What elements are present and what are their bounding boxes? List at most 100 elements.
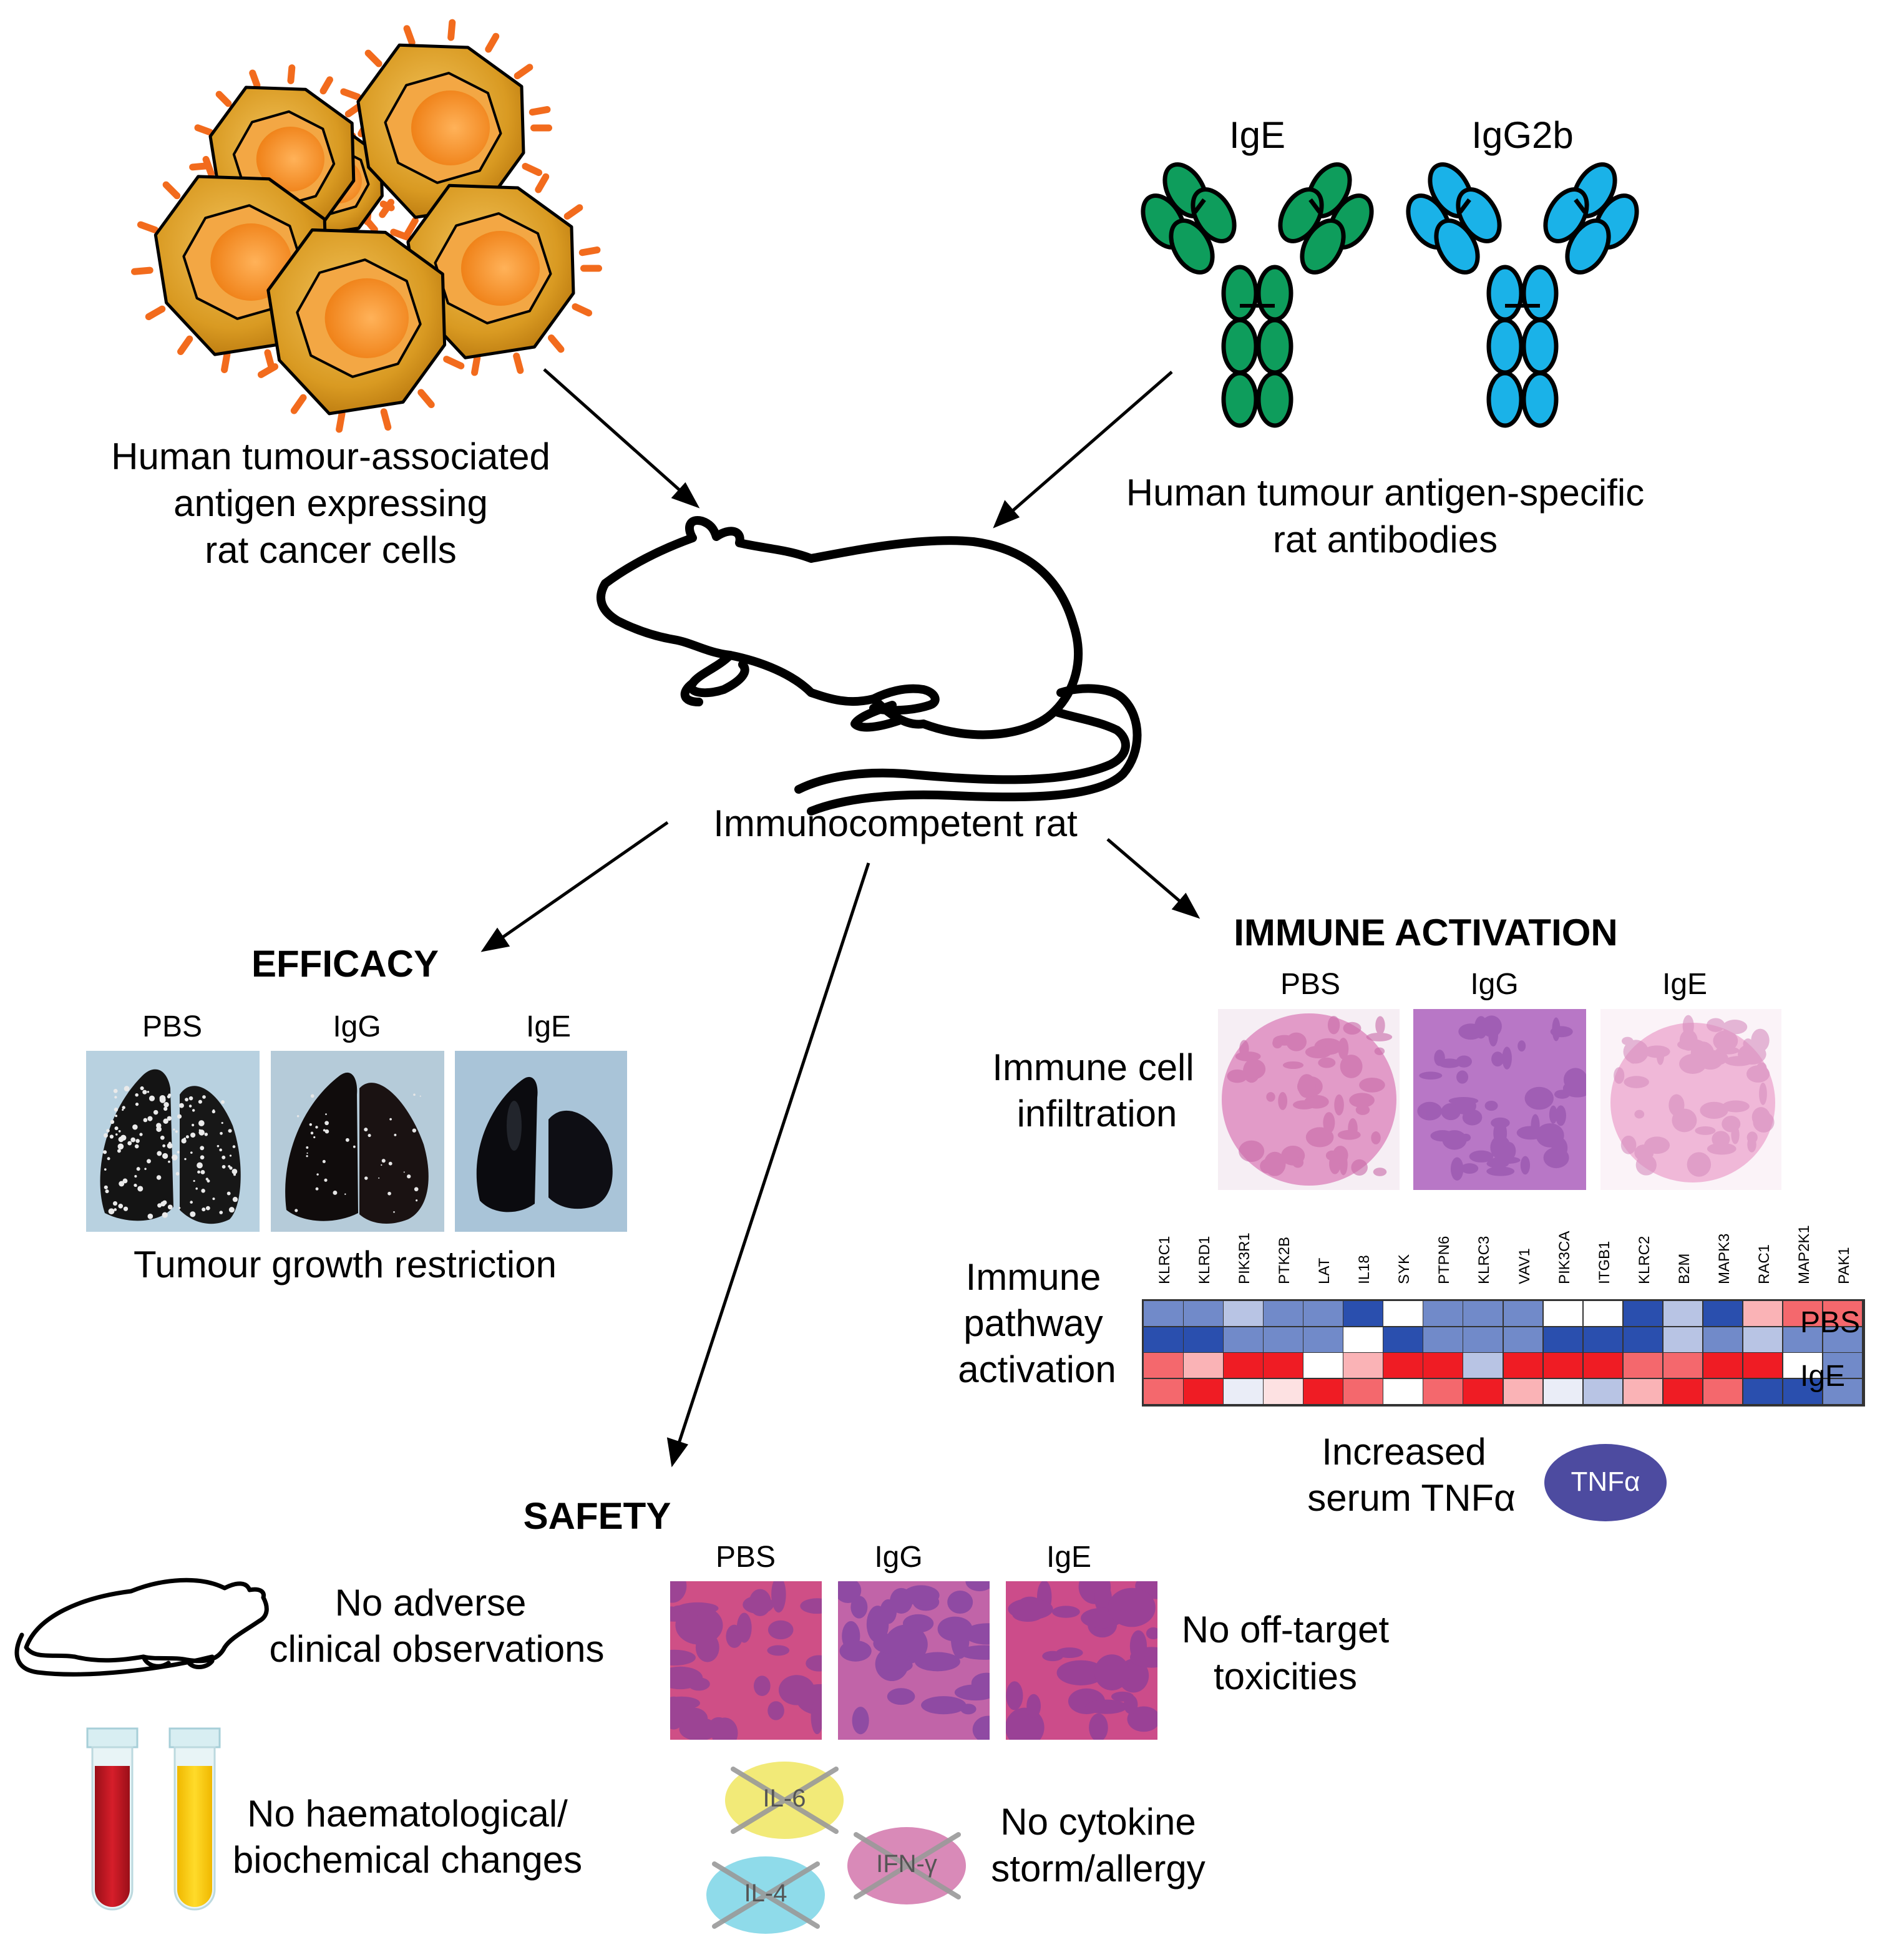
blood-label-line2: biochemical changes <box>232 1839 583 1881</box>
metastasis-speck <box>190 1211 196 1217</box>
metastasis-speck <box>219 1148 222 1152</box>
antibody-domain <box>1486 265 1524 322</box>
cytokine-label-line1: No cytokine <box>1000 1801 1196 1843</box>
metastasis-speck <box>368 1133 371 1138</box>
tissue-texture <box>806 1655 822 1672</box>
metastasis-speck <box>193 1179 195 1182</box>
tissue-texture <box>971 1672 990 1694</box>
metastasis-speck <box>156 1175 162 1180</box>
metastasis-speck <box>135 1093 139 1097</box>
heatmap-cell <box>1144 1301 1184 1327</box>
heatmap-cell <box>1623 1301 1664 1327</box>
metastasis-speck <box>140 1086 144 1091</box>
heatmap-cell <box>1184 1327 1224 1353</box>
metastasis-speck <box>197 1170 200 1174</box>
histology-safety-pbs <box>670 1581 822 1740</box>
tissue-texture <box>1486 1159 1509 1168</box>
tissue-texture <box>1624 1076 1649 1088</box>
metastasis-speck <box>381 1159 386 1163</box>
metastasis-speck <box>163 1200 167 1203</box>
heatmap-cell <box>1663 1327 1704 1353</box>
heatmap-cell <box>1583 1353 1624 1379</box>
tissue-texture <box>743 1596 774 1614</box>
heatmap-cell <box>1463 1378 1504 1405</box>
antigen-spike <box>529 106 551 116</box>
antigen-spike <box>249 69 261 89</box>
metastasis-speck <box>413 1093 416 1096</box>
metastasis-speck <box>135 1139 140 1143</box>
tissue-texture <box>1746 1065 1770 1083</box>
antibody-igg2b-label: IgG2b <box>1471 114 1574 156</box>
tissue-texture <box>1006 1681 1023 1710</box>
metastasis-speck <box>389 1118 392 1121</box>
metastasis-speck <box>221 1121 223 1124</box>
tissue-texture <box>1707 1018 1725 1032</box>
tissue-texture <box>1375 1016 1385 1035</box>
metastasis-speck <box>387 1191 391 1196</box>
metastasis-speck <box>306 1152 308 1154</box>
tissue-texture <box>1227 1069 1248 1083</box>
tissue-texture <box>1434 1050 1445 1066</box>
gene-label: MAPK3 <box>1715 1233 1733 1284</box>
blood-label-line1: No haematological/ <box>247 1793 568 1835</box>
tissue-texture <box>767 1645 790 1656</box>
antibody-domain <box>1521 371 1559 428</box>
antigen-spike <box>485 32 500 53</box>
infiltration-label-line2: infiltration <box>1016 1093 1177 1134</box>
heatmap-cell <box>1343 1301 1384 1327</box>
tissue-texture <box>1448 1097 1479 1105</box>
metastasis-speck <box>149 1095 155 1101</box>
tissue-texture <box>1094 1582 1112 1614</box>
metastasis-speck <box>104 1168 107 1171</box>
tissue-texture <box>1089 1713 1108 1740</box>
tissue-texture <box>1753 1111 1775 1133</box>
metastasis-speck <box>115 1133 118 1136</box>
tissue-texture <box>1552 1017 1561 1041</box>
metastasis-speck <box>178 1103 184 1108</box>
tissue-texture <box>1127 1706 1157 1732</box>
heatmap-cell <box>1423 1378 1464 1405</box>
metastasis-speck <box>177 1151 180 1154</box>
metastasis-speck <box>146 1159 151 1164</box>
tissue-texture <box>1244 1059 1266 1080</box>
heatmap-cell <box>1623 1353 1664 1379</box>
heatmap-cell <box>1783 1378 1824 1405</box>
antibody-domain <box>1486 318 1524 375</box>
antigen-spike <box>522 162 543 177</box>
tissue-texture <box>1746 1131 1758 1144</box>
gene-label: PIK3CA <box>1556 1231 1573 1284</box>
tissue-texture <box>1056 1660 1106 1685</box>
tissue-texture <box>1502 1046 1512 1070</box>
antigen-spike <box>379 198 395 218</box>
metastasis-speck <box>198 1099 202 1104</box>
il6-label: IL-6 <box>762 1785 806 1812</box>
metastasis-speck <box>147 1213 153 1219</box>
metastasis-speck <box>228 1165 231 1168</box>
metastasis-speck <box>134 1144 139 1149</box>
gene-label: RAC1 <box>1755 1244 1773 1284</box>
heatmap-cell <box>1343 1378 1384 1405</box>
heatmap-cell <box>1423 1353 1464 1379</box>
antigen-spike <box>202 155 215 178</box>
tissue-texture <box>1456 1070 1469 1084</box>
antigen-spike <box>513 353 524 374</box>
metastasis-speck <box>212 1197 215 1201</box>
heatmap-cell <box>1144 1353 1184 1379</box>
tissue-texture <box>753 1675 771 1697</box>
tissue-texture <box>1304 1095 1329 1109</box>
tissue-texture <box>1337 1129 1361 1140</box>
tissue-texture <box>947 1590 973 1614</box>
metastasis-speck <box>118 1130 121 1133</box>
metastasis-speck <box>378 1177 380 1179</box>
lung-photo-igg <box>271 1051 444 1232</box>
tissue-texture <box>1517 1040 1526 1052</box>
antigen-spike <box>189 162 209 171</box>
heatmap-cell <box>1783 1301 1824 1327</box>
cell-nucleus <box>324 278 409 358</box>
histology-immune-pbs <box>1218 1009 1400 1190</box>
heatmap-cell <box>1543 1301 1584 1327</box>
tissue-texture <box>711 1717 738 1740</box>
metastasis-speck <box>163 1101 169 1108</box>
cell-nucleus <box>461 231 540 306</box>
